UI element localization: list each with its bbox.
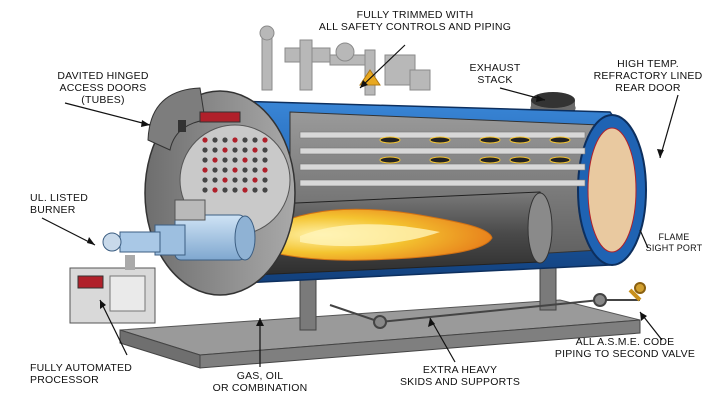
label-line: ACCESS DOORS: [59, 82, 147, 94]
tube-end: [202, 147, 208, 153]
access-doors: [147, 87, 241, 151]
tube-end: [242, 177, 248, 183]
tube-end: [232, 147, 238, 153]
tube-end: [232, 177, 238, 183]
rear-door: [577, 112, 647, 266]
tube-end: [242, 157, 248, 163]
tube-end: [232, 137, 238, 143]
tube-end: [232, 167, 238, 173]
label-rear-door: HIGH TEMP. REFRACTORY LINED REAR DOOR: [588, 58, 708, 94]
fire-tube: [299, 179, 586, 187]
tube-opening: [379, 136, 401, 144]
tube-end: [252, 167, 258, 173]
label-burner: UL. LISTED BURNER: [30, 192, 120, 216]
label-fuel: GAS, OIL OR COMBINATION: [195, 370, 325, 394]
tube-end: [262, 147, 268, 153]
tube-end: [242, 137, 248, 143]
tube-end: [222, 177, 228, 183]
tube-end: [252, 187, 258, 193]
tube-end: [212, 157, 218, 163]
leader-arrowheads: [87, 80, 664, 327]
tube-end: [202, 167, 208, 173]
tube-opening: [509, 156, 531, 164]
label-line: HIGH TEMP.: [617, 58, 679, 70]
tube-opening: [379, 156, 401, 164]
label-line: FLAME: [658, 232, 690, 242]
label-line: EXTRA HEAVY: [422, 364, 498, 376]
burner: [102, 199, 256, 261]
label-line: GAS, OIL: [236, 370, 284, 382]
label-line: PROCESSOR: [30, 374, 99, 386]
tube-end: [262, 167, 268, 173]
tube-end: [212, 147, 218, 153]
label-exhaust-stack: EXHAUST STACK: [455, 62, 535, 86]
tube-end: [202, 137, 208, 143]
label-line: PIPING TO SECOND VALVE: [554, 348, 696, 360]
label-line: STACK: [477, 74, 513, 86]
label-access-doors: DAVITED HINGED ACCESS DOORS (TUBES): [38, 70, 168, 106]
fire-tubes: [299, 131, 586, 187]
tube-end: [232, 157, 238, 163]
label-line: ALL SAFETY CONTROLS AND PIPING: [318, 21, 512, 33]
tube-end: [262, 137, 268, 143]
leader-lines: [41, 44, 679, 367]
tube-opening: [479, 136, 501, 144]
tube-end: [232, 187, 238, 193]
tube-opening: [509, 136, 531, 144]
label-processor: FULLY AUTOMATED PROCESSOR: [30, 362, 170, 386]
tube-end: [262, 177, 268, 183]
label-safety-controls: FULLY TRIMMED WITH ALL SAFETY CONTROLS A…: [300, 9, 530, 33]
fire-tube: [299, 147, 586, 155]
tube-opening: [549, 136, 571, 144]
tube-end: [222, 187, 228, 193]
label-line: SKIDS AND SUPPORTS: [399, 376, 521, 388]
tube-end: [252, 147, 258, 153]
label-line: DAVITED HINGED: [57, 70, 149, 82]
label-line: BURNER: [30, 204, 76, 216]
safety-controls-piping: [259, 25, 431, 96]
tube-end: [252, 137, 258, 143]
tube-end: [212, 187, 218, 193]
label-line: (TUBES): [81, 94, 125, 106]
tube-opening: [429, 156, 451, 164]
tube-end: [242, 187, 248, 193]
tube-end: [222, 167, 228, 173]
tube-opening: [429, 136, 451, 144]
label-skids: EXTRA HEAVY SKIDS AND SUPPORTS: [385, 364, 535, 388]
label-line: EXHAUST: [469, 62, 521, 74]
tube-end: [202, 177, 208, 183]
label-line: FULLY AUTOMATED: [30, 362, 132, 374]
tube-end: [202, 187, 208, 193]
tube-end: [242, 167, 248, 173]
tube-end: [202, 157, 208, 163]
label-line: FULLY TRIMMED WITH: [356, 9, 474, 21]
tube-opening: [479, 156, 501, 164]
tube-end: [252, 157, 258, 163]
skid-piping: [329, 282, 646, 329]
tube-end: [212, 177, 218, 183]
tube-opening: [549, 156, 571, 164]
label-line: SIGHT PORT: [645, 243, 703, 253]
tube-end: [262, 157, 268, 163]
label-line: REAR DOOR: [615, 82, 681, 94]
tube-end: [212, 167, 218, 173]
tube-end: [242, 147, 248, 153]
tube-end: [252, 177, 258, 183]
tube-end: [222, 147, 228, 153]
label-asme-piping: ALL A.S.M.E. CODE PIPING TO SECOND VALVE: [540, 336, 710, 360]
label-line: UL. LISTED: [30, 192, 89, 204]
label-flame-sight-port: FLAME SIGHT PORT: [636, 232, 712, 254]
fire-tube: [299, 163, 586, 171]
control-processor: [69, 255, 156, 324]
tube-end: [222, 157, 228, 163]
burner-flame: [249, 208, 493, 261]
tube-end: [262, 187, 268, 193]
tube-end: [222, 137, 228, 143]
label-line: REFRACTORY LINED: [593, 70, 703, 82]
label-line: ALL A.S.M.E. CODE: [575, 336, 675, 348]
front-tube-ends: [202, 137, 268, 193]
tube-end: [212, 137, 218, 143]
label-line: OR COMBINATION: [212, 382, 308, 394]
